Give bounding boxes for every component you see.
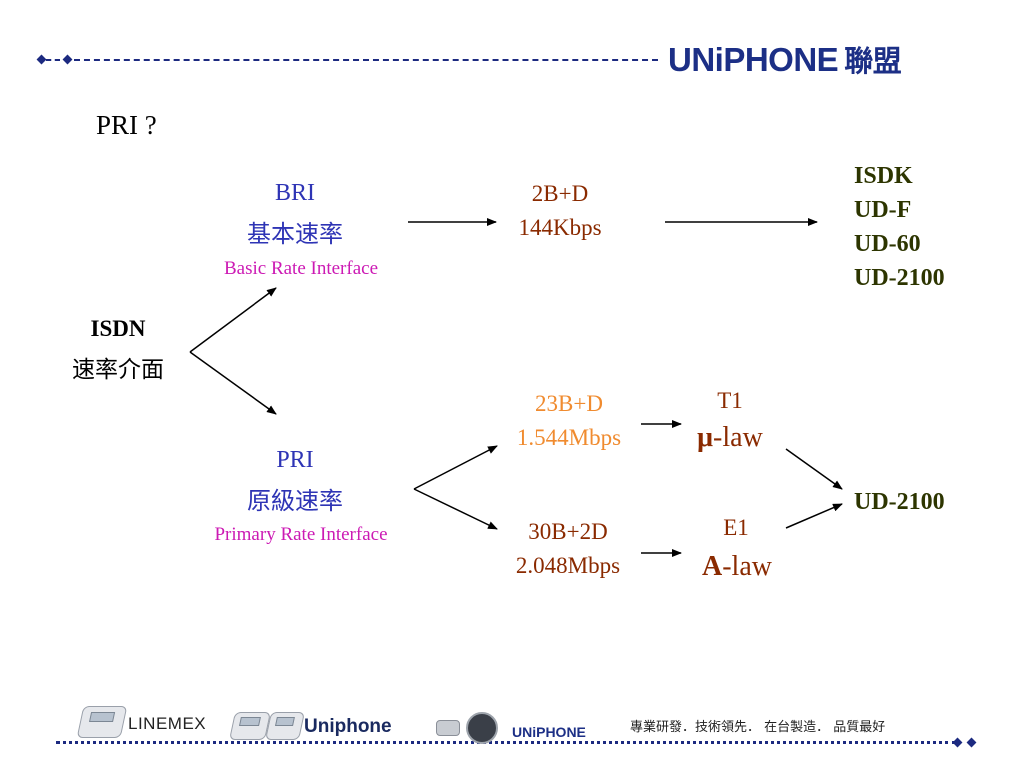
e1-label: E1	[723, 515, 749, 540]
t1-label: T1	[717, 388, 743, 413]
t1-law-suffix: -law	[713, 422, 763, 453]
e1-law: A-law	[686, 551, 788, 583]
bri-full-label: Basic Rate Interface	[223, 258, 379, 279]
arrow-e1-to-ud2100	[785, 503, 843, 529]
footer-rule	[56, 741, 956, 744]
uniphone-phone-image-2	[265, 712, 305, 740]
pri-full-label: Primary Rate Interface	[214, 524, 388, 545]
isdn-label: ISDN	[90, 316, 146, 341]
arrow-pri-to-e1	[413, 488, 498, 530]
page-title: PRI ?	[96, 110, 157, 140]
arrow-t1-to-ud2100	[785, 448, 843, 490]
footer-slogan: 專業研發．技術領先． 在台製造． 品質最好	[630, 720, 886, 735]
pri-cn-label: 原級速率	[247, 487, 343, 515]
camera-image-1	[436, 720, 460, 736]
t1-rate: 1.544Mbps	[516, 425, 622, 450]
bri-product-2: UD-60	[854, 231, 921, 257]
bri-rate: 144Kbps	[518, 215, 602, 240]
uniphone-wordmark: Uniphone	[304, 716, 392, 737]
header-rule-long	[74, 59, 658, 61]
bri-channels: 2B+D	[531, 181, 589, 206]
logo-text: UNiPHONE	[668, 41, 839, 78]
arrow-isdn-to-bri	[189, 287, 277, 353]
bri-label: BRI	[274, 180, 315, 206]
pri-label: PRI	[276, 447, 314, 473]
linemex-phone-image	[76, 706, 128, 738]
bri-product-3: UD-2100	[854, 265, 945, 291]
bri-product-1: UD-F	[854, 197, 912, 223]
e1-rate: 2.048Mbps	[515, 553, 621, 578]
linemex-logo: LINEMEX	[128, 714, 207, 733]
bri-cn-label: 基本速率	[247, 220, 343, 248]
t1-channels: 23B+D	[535, 391, 603, 416]
e1-law-prefix: A	[702, 551, 723, 582]
e1-law-suffix: -law	[722, 551, 772, 582]
t1-law-prefix: μ	[697, 422, 714, 453]
t1-law: μ-law	[680, 422, 780, 454]
header-rule	[46, 59, 60, 61]
uniphone-small-logo: UNiPHONE	[512, 724, 586, 740]
pri-product: UD-2100	[854, 489, 945, 515]
arrow-isdn-to-pri	[189, 351, 277, 415]
camera-image-2	[466, 712, 498, 744]
bri-product-0: ISDK	[854, 163, 913, 189]
logo-cn: 聯盟	[844, 44, 902, 78]
e1-channels: 30B+2D	[528, 519, 608, 544]
uniphone-phone-image-1	[229, 712, 271, 740]
isdn-cn-label: 速率介面	[72, 357, 164, 383]
arrow-pri-to-t1	[413, 445, 498, 490]
